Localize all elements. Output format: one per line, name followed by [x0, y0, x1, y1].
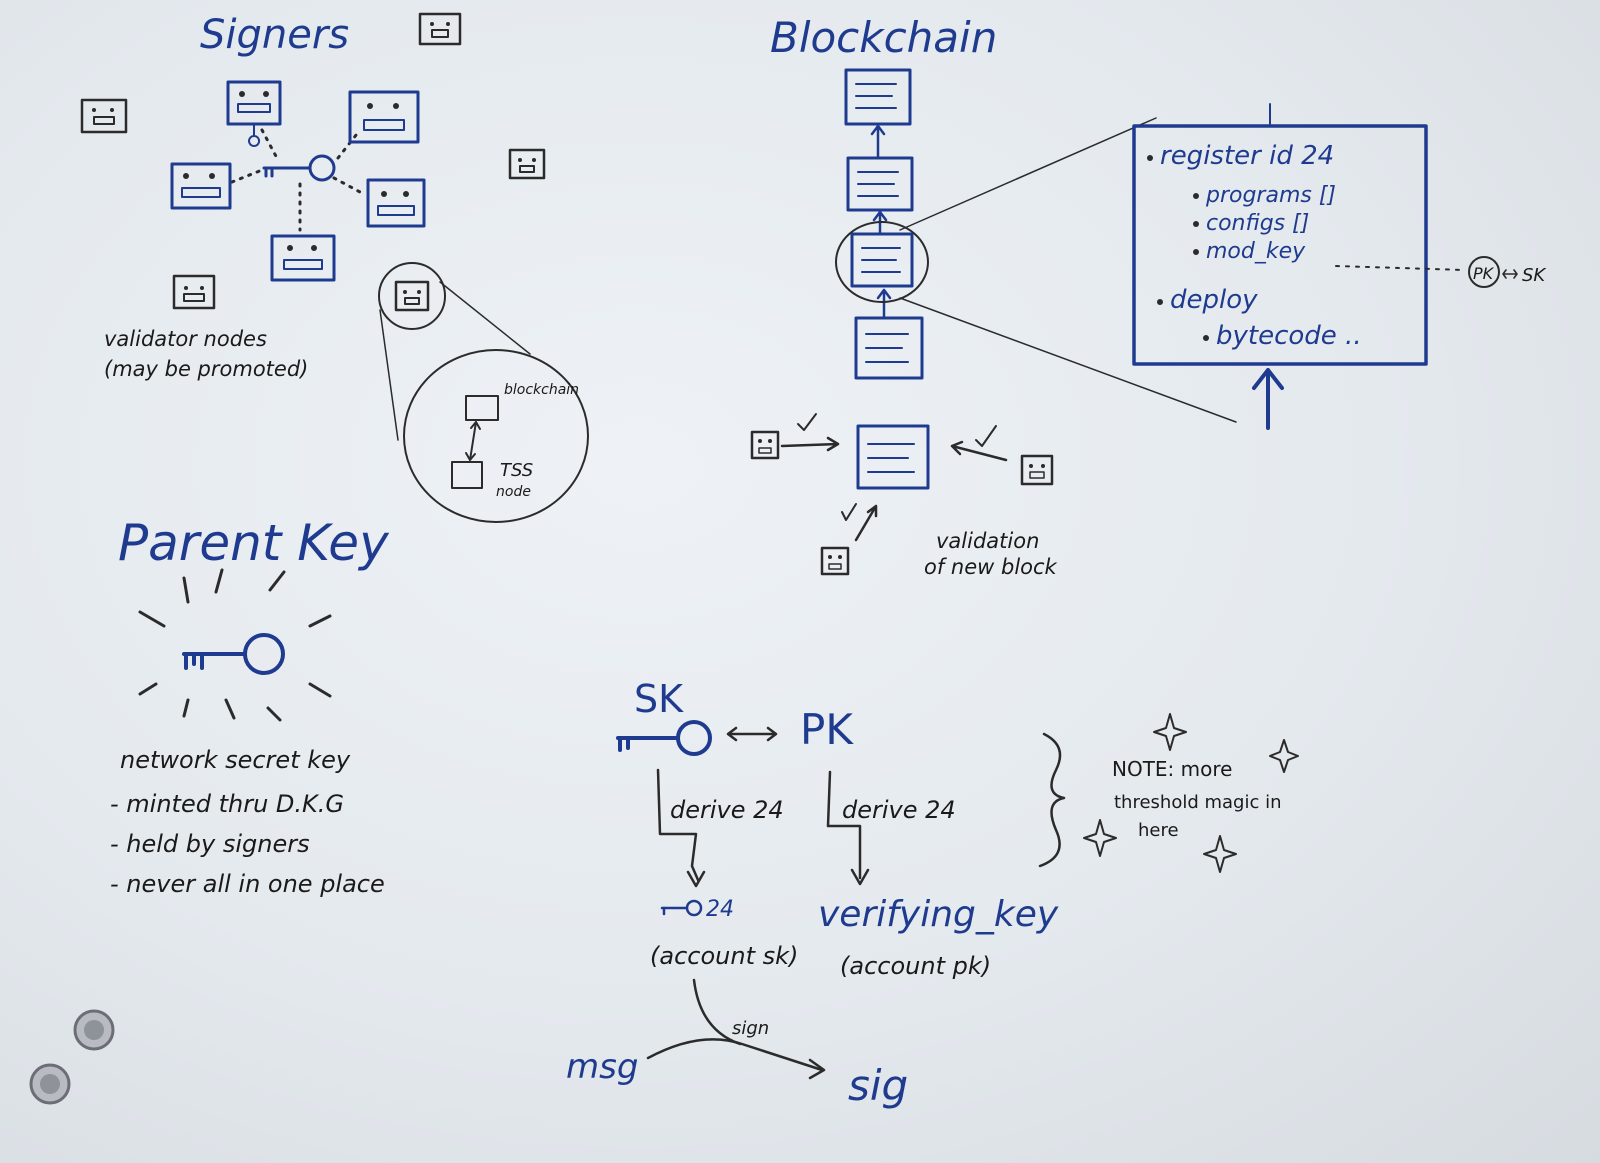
node-zoom-detail: blockchain TSS node: [378, 262, 589, 523]
sparkle-icon: [1083, 819, 1117, 857]
zoom-label-tss: TSS: [500, 460, 533, 481]
chain-arrows: [870, 124, 892, 320]
validator-robot-icon: [1020, 454, 1054, 486]
parent-key-line1: network secret key: [120, 746, 351, 774]
detail-deploy: deploy: [1170, 285, 1258, 315]
signer-robot-icon: [226, 80, 282, 147]
account-key-number: 24: [706, 897, 734, 922]
magnet-icon: [29, 1063, 71, 1105]
validator-robot-icon: [820, 546, 850, 576]
signers-title: Signers: [200, 12, 349, 58]
curly-brace: [1038, 732, 1066, 868]
derive-left-label: derive 24: [670, 796, 784, 824]
pk-sk-label: PK SK: [1468, 256, 1546, 288]
validator-robot-icon: [750, 430, 780, 460]
double-arrow-icon: [726, 726, 778, 742]
signer-robot-icon: [348, 90, 420, 144]
block-icon: [846, 156, 914, 212]
validator-robot-icon: [172, 274, 216, 310]
blockchain-section: Blockchain reg: [750, 13, 1546, 579]
parent-key-icon: [182, 633, 285, 675]
account-sk-label: (account sk): [650, 942, 798, 970]
detail-mod-key: mod_key: [1206, 239, 1306, 264]
verifying-key-label: verifying_key: [818, 894, 1059, 935]
glow-lines: [138, 568, 332, 722]
parent-key-line2: - minted thru D.K.G: [110, 790, 344, 818]
sparkle-icon: [1153, 713, 1187, 751]
note-section: NOTE: more threshold magic in here: [1038, 713, 1299, 873]
up-arrow-icon: [1252, 368, 1284, 430]
signers-section: Signers: [80, 12, 589, 523]
derive-right-label: derive 24: [842, 796, 956, 824]
pk-label: PK: [800, 705, 854, 754]
validation-caption-line2: of new block: [924, 555, 1058, 579]
sk-key-icon: [616, 720, 712, 756]
sparkle-icon: [1203, 835, 1237, 873]
blockchain-title: Blockchain: [770, 13, 997, 62]
validator-robot-icon: [418, 12, 462, 46]
zoom-label-node: node: [496, 484, 531, 500]
note-line2: threshold magic in: [1114, 792, 1282, 813]
msg-label: msg: [566, 1047, 638, 1087]
sig-label: sig: [848, 1061, 908, 1110]
parent-key-line3: - held by signers: [110, 830, 310, 858]
zoomed-robot-icon: [394, 280, 430, 312]
signer-robot-icon: [170, 162, 232, 210]
note-line3: here: [1138, 820, 1179, 841]
block-icon: [850, 232, 914, 288]
block-icon: [844, 68, 912, 126]
new-block-icon: [856, 424, 930, 490]
block-detail-box: register id 24 programs [] configs [] mo…: [1132, 103, 1428, 366]
magnet-icon: [73, 1009, 115, 1051]
account-pk-label: (account pk): [840, 952, 991, 980]
signers-caption-line1: validator nodes: [104, 327, 267, 351]
parent-key-section: Parent Key network secret key - minted t…: [110, 514, 390, 898]
signers-connections: [230, 128, 362, 232]
detail-register: register id 24: [1160, 141, 1334, 171]
sparkle-icon: [1269, 739, 1299, 773]
signer-robot-icon: [366, 178, 426, 228]
derivation-section: SK PK derive 24 derive 24 24 (account sk…: [566, 677, 1059, 1110]
highlighted-block-circle: [835, 221, 929, 303]
sign-label: sign: [732, 1018, 769, 1039]
signers-key-icon: [262, 154, 336, 182]
block-icon: [854, 316, 924, 380]
sk-label: SK: [634, 677, 684, 721]
note-line1: NOTE: more: [1112, 757, 1232, 781]
pk-circle-label: PK: [1473, 264, 1495, 283]
account-key-icon: [660, 899, 703, 917]
detail-configs: configs []: [1206, 211, 1309, 236]
sk-side-label: SK: [1522, 265, 1546, 286]
signer-robot-icon: [270, 234, 336, 282]
validator-robot-icon: [508, 148, 546, 180]
parent-key-title: Parent Key: [118, 514, 390, 572]
detail-bytecode: bytecode ..: [1216, 321, 1362, 351]
signers-caption-line2: (may be promoted): [104, 357, 308, 381]
detail-programs: programs []: [1205, 183, 1336, 208]
zoom-label-blockchain: blockchain: [504, 382, 579, 398]
validator-robot-icon: [80, 98, 128, 134]
parent-key-line4: - never all in one place: [110, 870, 385, 898]
validation-caption-line1: validation: [936, 529, 1039, 553]
